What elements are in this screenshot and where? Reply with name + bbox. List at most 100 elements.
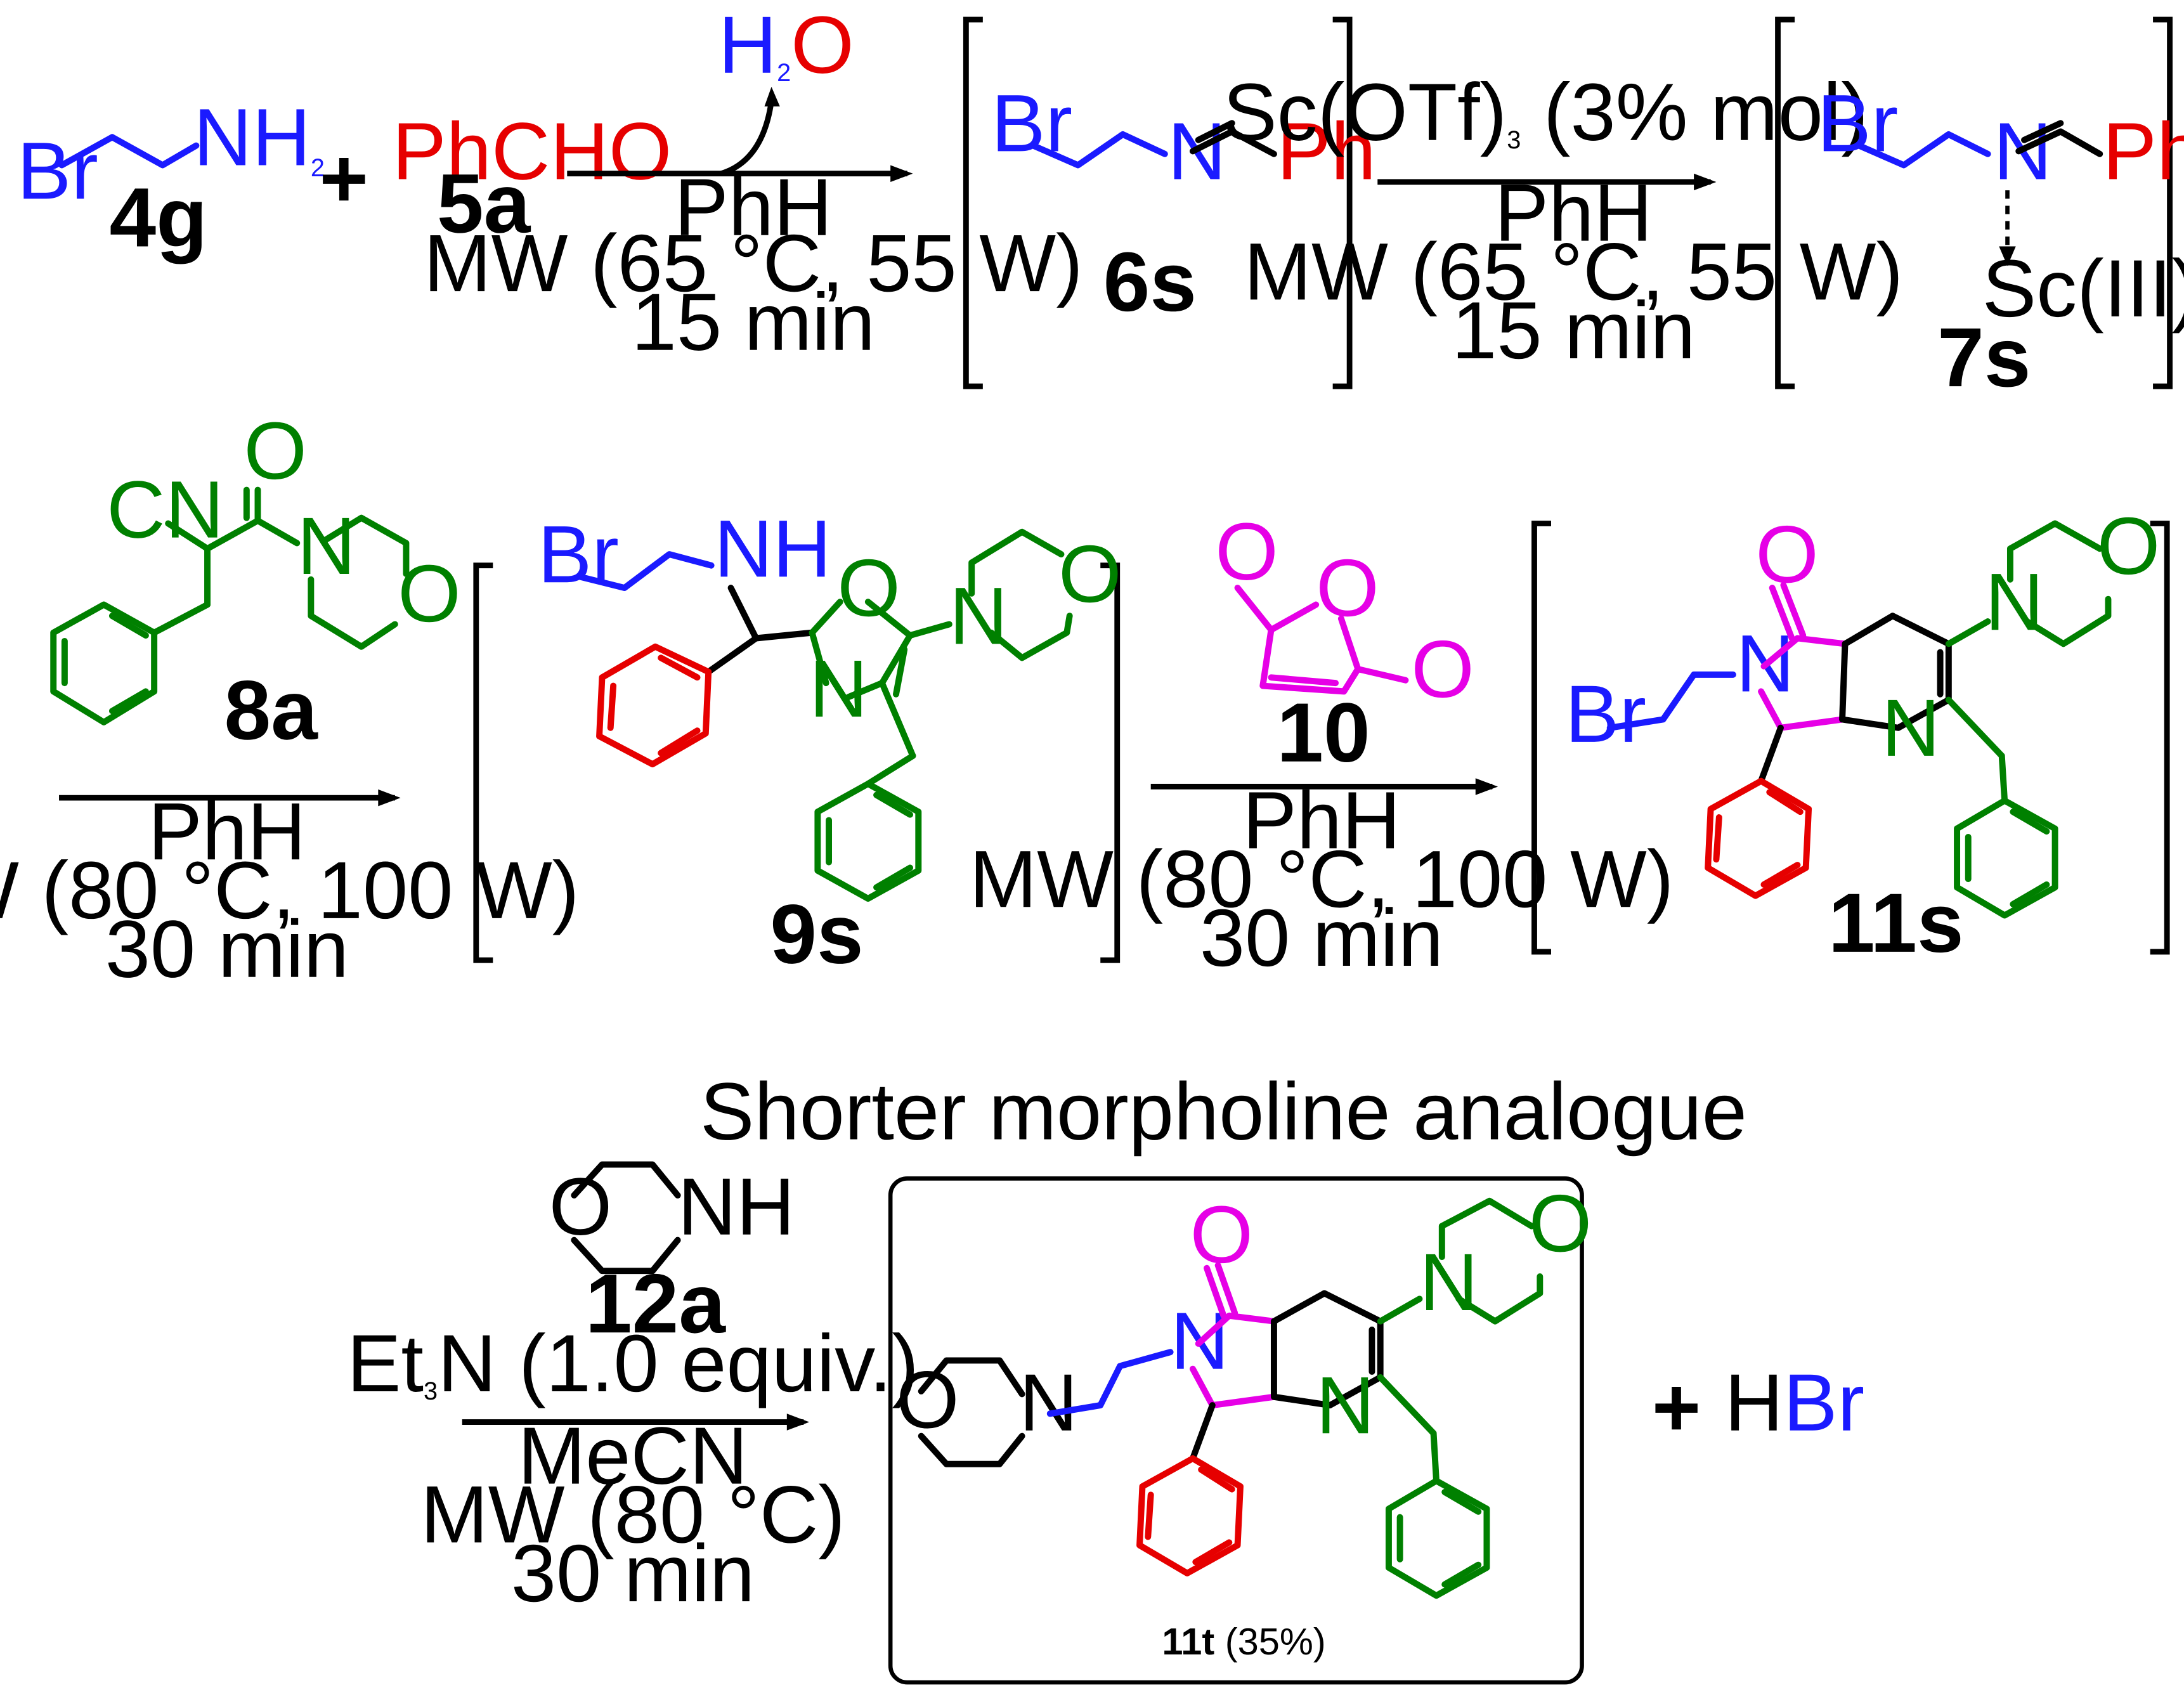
step1-solvent: PhH bbox=[674, 162, 832, 253]
arrowhead-4 bbox=[1475, 778, 1498, 795]
bond-ph-6s bbox=[1228, 128, 1277, 157]
atom-o-8a: O bbox=[244, 406, 307, 497]
plus-sign-2: + bbox=[1652, 1361, 1701, 1455]
bond-ch-9s bbox=[727, 585, 760, 642]
atom-o-ring-10: O bbox=[1316, 543, 1379, 633]
bond-imine2-6s bbox=[1195, 120, 1235, 143]
bond-co2-11s bbox=[1780, 581, 1807, 639]
bond-morph-top-11s bbox=[2006, 520, 2103, 583]
ring-inner3-8a bbox=[108, 613, 149, 639]
ring-benzyl-11s bbox=[1954, 797, 2058, 919]
atom-n-morph-11t: N bbox=[1419, 1237, 1478, 1328]
ring-benzyl-inner2-9s bbox=[873, 864, 914, 891]
arrowhead-1 bbox=[890, 165, 913, 182]
bond-morph-bot-9s bbox=[988, 613, 1073, 661]
bond-ox-db-9s bbox=[893, 646, 908, 698]
bond-ring-db-10 bbox=[1268, 674, 1339, 687]
atom-n-8a: N bbox=[297, 501, 355, 592]
bond-morph-bot-11t bbox=[1455, 1273, 1544, 1325]
water-loss-curve bbox=[720, 100, 774, 176]
label-11t: 11t (35%) bbox=[1162, 1620, 1325, 1663]
atom-o-left-10: O bbox=[1215, 507, 1278, 597]
atom-nh-9s: NH bbox=[714, 503, 831, 594]
atom-o-morph-11t: O bbox=[1529, 1178, 1592, 1269]
bond-imine2-7s bbox=[2021, 120, 2064, 143]
compound-4g: Br NH2 4g bbox=[17, 92, 325, 264]
bond-morph-link-9s bbox=[907, 621, 952, 639]
water-loss-arrowhead bbox=[764, 86, 780, 107]
bond-amide-8a bbox=[254, 517, 301, 547]
ring-benzyl-inner3-11s bbox=[2010, 809, 2050, 835]
bracket-left-9s bbox=[473, 562, 493, 963]
step4-arrow: PhH MW (80 °C, 100 W) 30 min bbox=[970, 776, 1674, 984]
step3-conditions: MW (80 °C, 100 W) bbox=[0, 845, 579, 936]
atom-o-12a: O bbox=[549, 1162, 613, 1252]
atom-o-morph2-11t: O bbox=[896, 1354, 959, 1445]
ring-benzyl-inner2-11t bbox=[1441, 1561, 1482, 1588]
bond-morph-link-11s bbox=[1945, 618, 1991, 647]
bond-benzyl-9s bbox=[878, 680, 916, 759]
bond-morph-top-11t bbox=[1438, 1197, 1535, 1261]
bond-ph-7s bbox=[2057, 128, 2103, 157]
label-6s: 6s bbox=[1103, 235, 1197, 329]
arrowhead-5 bbox=[786, 1413, 810, 1431]
bond-imine-6s bbox=[1189, 128, 1235, 155]
label-5a: 5a bbox=[437, 157, 531, 250]
intermediate-11s: Br N O N N O 11s bbox=[1531, 501, 2170, 970]
ring-phenyl-inner1-11t bbox=[1145, 1491, 1154, 1540]
product-11t: Shorter morpholine analogue O N N O N N … bbox=[700, 1067, 1747, 1685]
ring-benzyl-inner3-9s bbox=[873, 791, 914, 818]
bond-benzyl2-8a bbox=[151, 601, 211, 636]
ring-phenyl-9s bbox=[596, 643, 712, 768]
bond-ring-body-10 bbox=[1259, 615, 1362, 695]
bond-benzyl2-11s bbox=[1998, 752, 2008, 804]
ring-phenyl-inner1-9s bbox=[607, 682, 617, 731]
coordination-arrowhead bbox=[1999, 246, 2016, 266]
bond-morph-bot-11s bbox=[2024, 595, 2112, 647]
ring-benzyl-inner2-11s bbox=[2010, 881, 2050, 907]
bond-co-11t bbox=[1204, 1264, 1227, 1319]
step2-conditions: MW (65 °C, 55 W) bbox=[1244, 226, 1903, 317]
ring-morph2-top-11t bbox=[918, 1357, 1025, 1398]
step5-time: 30 min bbox=[511, 1528, 755, 1619]
step5-arrow: Et3N (1.0 equiv.) MeCN MW (80 °C) 30 min bbox=[347, 1318, 919, 1619]
bond-lactam-11s bbox=[1760, 635, 1849, 670]
bracket-right-9s bbox=[1100, 562, 1121, 963]
atom-sc-7s: Sc(III) bbox=[1982, 244, 2184, 334]
bond-ph-11s bbox=[1758, 724, 1784, 784]
ring-bot-12a bbox=[571, 1237, 681, 1275]
ring-benzene-8a bbox=[50, 601, 158, 725]
atom-o-right-10: O bbox=[1411, 624, 1474, 715]
atom-n-morph-11s: N bbox=[1985, 557, 2043, 647]
compound-5a: PhCHO 5a bbox=[392, 107, 672, 251]
label-11s: 11s bbox=[1828, 876, 1964, 970]
bracket-left-7s bbox=[1775, 16, 1795, 389]
bond-ox-co-9s bbox=[809, 599, 843, 636]
product-caption: Shorter morpholine analogue bbox=[700, 1067, 1747, 1157]
atom-ph-7s: Ph bbox=[2103, 107, 2184, 197]
step5-base: Et3N (1.0 equiv.) bbox=[347, 1318, 919, 1409]
step1-conditions: MW (65 °C, 55 W) bbox=[424, 218, 1083, 309]
atom-nh-12a: NH bbox=[678, 1162, 795, 1252]
ring-phenyl-inner3-9s bbox=[658, 654, 701, 681]
bond-chain-7s bbox=[1856, 131, 1991, 169]
bond-ph-11t bbox=[1189, 1402, 1216, 1462]
step2-solvent: PhH bbox=[1495, 168, 1653, 259]
plus-sign: + bbox=[320, 132, 368, 226]
atom-n-morph2-11t: N bbox=[1019, 1358, 1077, 1448]
bond-benzyl-11s bbox=[1945, 696, 2005, 759]
atom-br-11s: Br bbox=[1565, 669, 1646, 760]
bracket-right-11s bbox=[2150, 521, 2170, 955]
bond-benzyl2-9s bbox=[864, 752, 916, 788]
label-10: 10 bbox=[1277, 686, 1370, 780]
bond-ox-9s bbox=[753, 629, 816, 642]
ring-phenyl-inner2-9s bbox=[658, 727, 701, 757]
bond-chain-11t bbox=[1046, 1349, 1174, 1417]
label-9s: 9s bbox=[770, 888, 863, 982]
atom-ph-6s: Ph bbox=[1277, 107, 1376, 197]
step4-conditions: MW (80 °C, 100 W) bbox=[970, 834, 1674, 925]
label-7s: 7s bbox=[1937, 311, 2031, 405]
bond-imine-7s bbox=[2015, 128, 2064, 155]
step5-conditions: MW (80 °C) bbox=[420, 1469, 845, 1560]
